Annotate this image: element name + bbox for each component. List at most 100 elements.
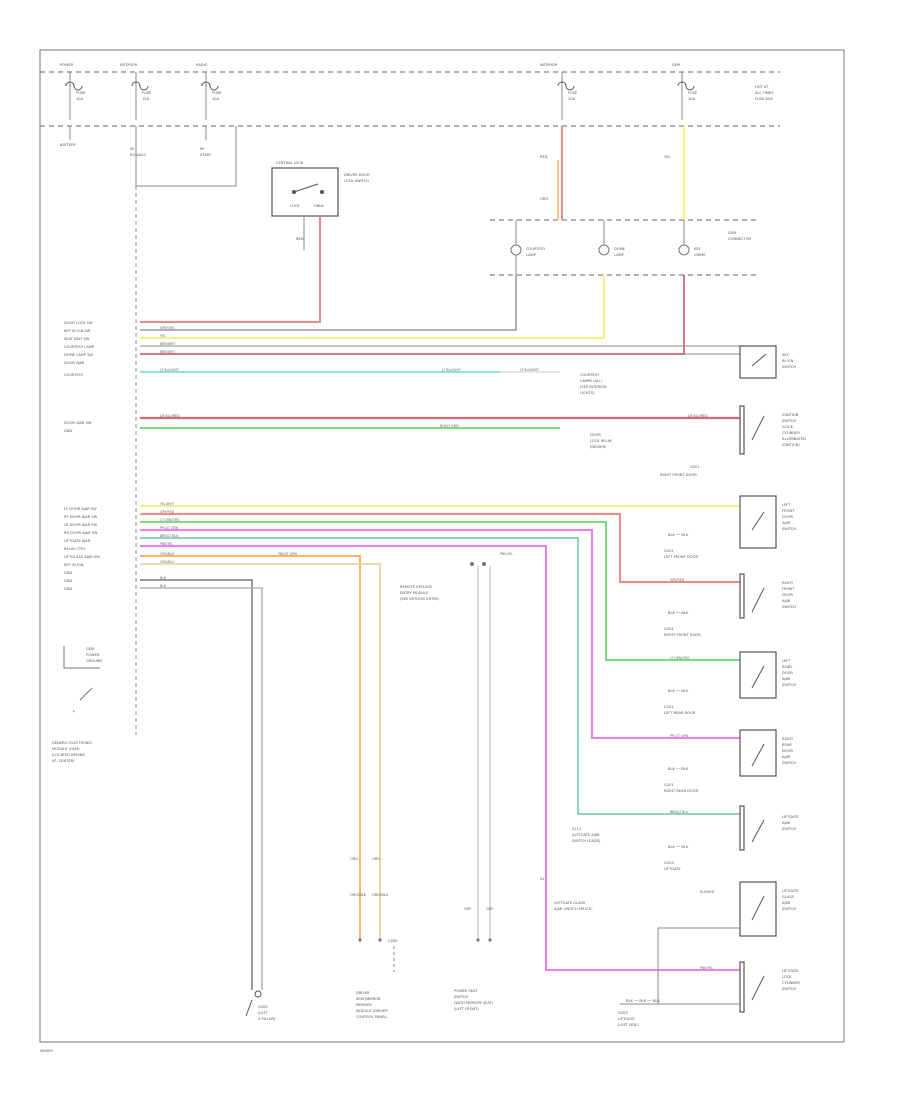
- svg-text:(DRIVER): (DRIVER): [590, 445, 607, 449]
- svg-text:G201: G201: [664, 783, 674, 787]
- svg-text:SWITCH: SWITCH: [782, 761, 796, 765]
- svg-text:PPL/LT GRN: PPL/LT GRN: [160, 526, 179, 530]
- svg-text:LIFTGATE AJAR: LIFTGATE AJAR: [64, 539, 91, 543]
- svg-text:BRN/WHT: BRN/WHT: [160, 342, 175, 346]
- svg-text:10A: 10A: [212, 97, 220, 101]
- svg-text:SWITCH: SWITCH: [782, 987, 796, 991]
- svg-text:BATTERY: BATTERY: [60, 143, 77, 147]
- svg-text:GRY: GRY: [486, 907, 494, 911]
- svg-text:BLK ── BLK: BLK ── BLK: [668, 611, 689, 615]
- svg-text:ORG/BLK: ORG/BLK: [160, 552, 175, 556]
- svg-text:(WITH MEMORY SEAT): (WITH MEMORY SEAT): [454, 1001, 494, 1005]
- wire-red-1: [140, 250, 321, 323]
- svg-text:RIGHT REAR DOOR: RIGHT REAR DOOR: [664, 789, 699, 793]
- svg-text:BLK/WHT: BLK/WHT: [700, 890, 715, 894]
- left-rear-door-ajar-switch: LEFT REAR DOOR AJAR SWITCH LT GRN/ORG BL…: [664, 651, 796, 715]
- svg-text:RIGHT FRONT DOOR: RIGHT FRONT DOOR: [660, 473, 697, 477]
- svg-text:SWITCH LEADS): SWITCH LEADS): [572, 839, 601, 843]
- fuse-1: POWER FUSE 10A: [60, 63, 86, 120]
- svg-text:DOOR: DOOR: [590, 433, 601, 437]
- svg-text:LOCK: LOCK: [290, 204, 300, 208]
- svg-text:SWITCH: SWITCH: [782, 527, 796, 531]
- svg-text:G201: G201: [690, 465, 700, 469]
- svg-text:RELAY CTRL: RELAY CTRL: [64, 547, 86, 551]
- svg-text:(LIFTGATE AJAR: (LIFTGATE AJAR: [572, 833, 600, 837]
- svg-text:IN: IN: [200, 147, 204, 151]
- svg-text:COURTESY LAMP: COURTESY LAMP: [64, 345, 95, 349]
- svg-text:BLK ── BLK ── BLK: BLK ── BLK ── BLK: [626, 999, 660, 1003]
- svg-text:LAMPS (ALL): LAMPS (ALL): [580, 379, 603, 383]
- svg-text:S211: S211: [572, 827, 581, 831]
- svg-text:C400: C400: [388, 939, 398, 943]
- svg-text:UNLK: UNLK: [314, 204, 324, 208]
- svg-text:CHIME: CHIME: [694, 253, 706, 257]
- svg-text:KEY IN IGN: KEY IN IGN: [64, 563, 84, 567]
- gem-pin-labels-lower: LF DOOR AJAR SW RF DOOR AJAR SW LR DOOR …: [64, 507, 100, 591]
- svg-text:BLK ── BLK: BLK ── BLK: [668, 845, 689, 849]
- svg-text:FUSE: FUSE: [688, 91, 698, 95]
- svg-text:GROUND: GROUND: [86, 659, 102, 663]
- svg-text:MODULE (GEM): MODULE (GEM): [52, 747, 80, 751]
- svg-text:IN: IN: [130, 147, 134, 151]
- svg-text:DOOR AJAR SW: DOOR AJAR SW: [64, 421, 92, 425]
- svg-text:LIFTGATE: LIFTGATE: [782, 815, 799, 819]
- svg-text:RADIO: RADIO: [196, 63, 208, 67]
- svg-text:FUSE: FUSE: [142, 91, 152, 95]
- svg-text:DOOR: DOOR: [782, 593, 793, 597]
- svg-text:COURTESY: COURTESY: [526, 247, 546, 251]
- svg-text:IGNITION): IGNITION): [782, 443, 800, 447]
- wire-red-2: [140, 275, 685, 355]
- svg-text:RIGHT: RIGHT: [782, 737, 794, 741]
- wire-yellow-1: [140, 275, 605, 339]
- svg-text:LF DOOR AJAR SW: LF DOOR AJAR SW: [64, 507, 97, 511]
- right-front-door-ajar-switch: RIGHT FRONT DOOR AJAR SWITCH GRY/RED BLK…: [664, 573, 796, 637]
- svg-text:BLK ── BLK: BLK ── BLK: [668, 689, 689, 693]
- svg-text:15A: 15A: [142, 97, 150, 101]
- svg-text:MEMORY: MEMORY: [356, 1003, 373, 1007]
- svg-text:10A: 10A: [76, 97, 84, 101]
- svg-text:LEFT REAR DOOR: LEFT REAR DOOR: [664, 711, 696, 715]
- svg-text:MODULE (DRIVER: MODULE (DRIVER: [356, 1009, 388, 1013]
- svg-text:DOOR AJAR: DOOR AJAR: [64, 361, 85, 365]
- svg-text:DRIVER DOOR: DRIVER DOOR: [344, 173, 370, 177]
- fuse-5: GEM FUSE 10A: [672, 63, 698, 120]
- svg-text:GND: GND: [64, 571, 72, 575]
- svg-text:SWITCH: SWITCH: [782, 605, 796, 609]
- svg-text:GRY/RED: GRY/RED: [160, 510, 175, 514]
- keyless-entry-lower: GRY GRY POWER SEAT SWITCH (WITH MEMORY S…: [454, 907, 494, 1011]
- svg-text:REAR: REAR: [782, 743, 792, 747]
- svg-text:BLK/LT GRN: BLK/LT GRN: [440, 424, 459, 428]
- svg-text:AJAR: AJAR: [782, 521, 791, 525]
- wire-teal-lg: [140, 537, 740, 815]
- svg-text:I/P, CENTER): I/P, CENTER): [52, 759, 75, 763]
- svg-text:PNK/LT GRN: PNK/LT GRN: [278, 552, 297, 556]
- svg-text:LIFTGATE: LIFTGATE: [782, 889, 799, 893]
- svg-text:AJAR: AJAR: [782, 677, 791, 681]
- svg-text:G200: G200: [258, 1005, 268, 1009]
- svg-text:(LOCK: (LOCK: [782, 425, 794, 429]
- svg-text:INTERIOR: INTERIOR: [120, 63, 138, 67]
- svg-text:CENTRAL LOCK: CENTRAL LOCK: [276, 161, 304, 165]
- svg-text:DOOR LOCK SW: DOOR LOCK SW: [64, 321, 93, 325]
- svg-text:SWITCH: SWITCH: [782, 683, 796, 687]
- svg-text:LIFTGLASS AJAR SW: LIFTGLASS AJAR SW: [64, 555, 100, 559]
- svg-text:COURTESY: COURTESY: [580, 373, 600, 377]
- svg-text:LAMP: LAMP: [614, 253, 625, 257]
- svg-text:IGNITION: IGNITION: [782, 413, 799, 417]
- svg-text:RUN/ACC: RUN/ACC: [130, 153, 147, 157]
- svg-text:YEL/WHT: YEL/WHT: [160, 502, 174, 506]
- fuse-2: INTERIOR FUSE 15A: [120, 63, 152, 120]
- svg-text:GND: GND: [64, 429, 72, 433]
- svg-text:DK BLU/RED: DK BLU/RED: [160, 414, 180, 418]
- svg-text:FUSE: FUSE: [212, 91, 222, 95]
- svg-text:LEFT: LEFT: [782, 503, 791, 507]
- svg-text:POWER: POWER: [60, 63, 74, 67]
- svg-text:GENERIC ELECTRONIC: GENERIC ELECTRONIC: [52, 741, 93, 745]
- svg-text:SEAT BELT SW: SEAT BELT SW: [64, 337, 90, 341]
- diagram-frame: [39, 49, 845, 1043]
- svg-text:POWER SEAT: POWER SEAT: [454, 989, 478, 993]
- svg-text:G201: G201: [664, 549, 674, 553]
- svg-text:LT GRN/ORG: LT GRN/ORG: [670, 656, 690, 660]
- svg-text:CYLINDER: CYLINDER: [782, 431, 800, 435]
- svg-text:REMOTE KEYLESS: REMOTE KEYLESS: [400, 585, 433, 589]
